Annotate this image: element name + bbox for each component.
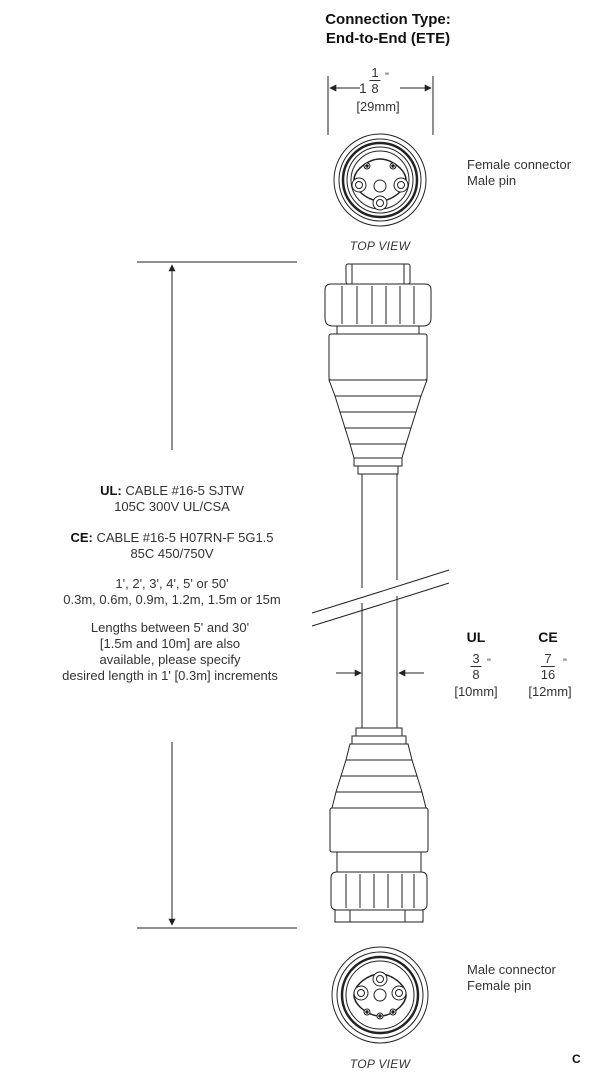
- lengths-note-line-1: Lengths between 5' and 30': [90, 620, 250, 635]
- ul-prefix: UL:: [100, 483, 122, 498]
- ce-cable-spec: CE: CABLE #16-5 H07RN-F 5G1.5: [70, 530, 273, 545]
- bottom-connector-body: [329, 727, 429, 923]
- ce-diameter-inch-mark: ": [563, 657, 567, 669]
- ul-cable-line-1: CABLE #16-5 SJTW: [125, 483, 244, 498]
- lengths-note-line-4: desired length in 1' [0.3m] increments: [62, 668, 278, 683]
- ce-diameter-fraction: 7 16: [540, 651, 556, 682]
- top-width-whole: 1: [359, 80, 367, 96]
- ul-diameter-metric: [10mm]: [454, 684, 498, 699]
- ce-cable-line-2: 85C 450/750V: [130, 546, 214, 561]
- male-connector-label: Male connector: [467, 962, 556, 977]
- top-width-denominator: 8: [371, 81, 379, 96]
- ul-diameter-fraction: 3 8: [470, 651, 482, 682]
- ce-cable-line-1: CABLE #16-5 H07RN-F 5G1.5: [96, 530, 274, 545]
- male-pin-label: Male pin: [467, 173, 517, 188]
- ce-prefix: CE:: [70, 530, 93, 545]
- female-connector-label: Female connector: [467, 157, 572, 172]
- cable: [311, 474, 450, 728]
- top-width-dimension: [327, 76, 434, 135]
- ce-diameter-numerator: 7: [540, 651, 556, 667]
- ul-diameter-numerator: 3: [470, 651, 482, 667]
- top-connector-body: [324, 263, 432, 475]
- female-pin-label: Female pin: [467, 978, 532, 993]
- length-dimension: [137, 261, 297, 929]
- ce-diameter-denominator: 16: [540, 667, 556, 682]
- top-view-label: TOP VIEW: [349, 239, 411, 253]
- top-width-numerator: 1: [369, 65, 381, 81]
- title-line-1: Connection Type:: [325, 11, 451, 28]
- ul-diameter-denominator: 8: [472, 667, 480, 682]
- ce-diameter-metric: [12mm]: [528, 684, 572, 699]
- lengths-note-line-3: available, please specify: [99, 652, 241, 667]
- corner-mark: C: [572, 1052, 581, 1066]
- top-width-metric: [29mm]: [356, 99, 400, 114]
- title-line-2: End-to-End (ETE): [325, 30, 451, 47]
- ul-cable-line-2: 105C 300V UL/CSA: [114, 499, 230, 514]
- ul-diameter-label: UL: [466, 629, 486, 645]
- bottom-view-label: TOP VIEW: [349, 1057, 411, 1071]
- lengths-imperial: 1', 2', 3', 4', 5' or 50': [115, 576, 229, 591]
- top-width-inch-mark: ": [385, 71, 389, 83]
- male-connector-face: [331, 946, 429, 1044]
- lengths-note-line-2: [1.5m and 10m] are also: [99, 636, 241, 651]
- ul-diameter-inch-mark: ": [487, 657, 491, 669]
- ce-diameter-label: CE: [538, 629, 558, 645]
- lengths-metric: 0.3m, 0.6m, 0.9m, 1.2m, 1.5m or 15m: [63, 592, 281, 607]
- top-width-fraction: 1 8: [369, 65, 381, 96]
- ul-cable-spec: UL: CABLE #16-5 SJTW: [100, 483, 244, 498]
- female-connector-face: [333, 133, 427, 227]
